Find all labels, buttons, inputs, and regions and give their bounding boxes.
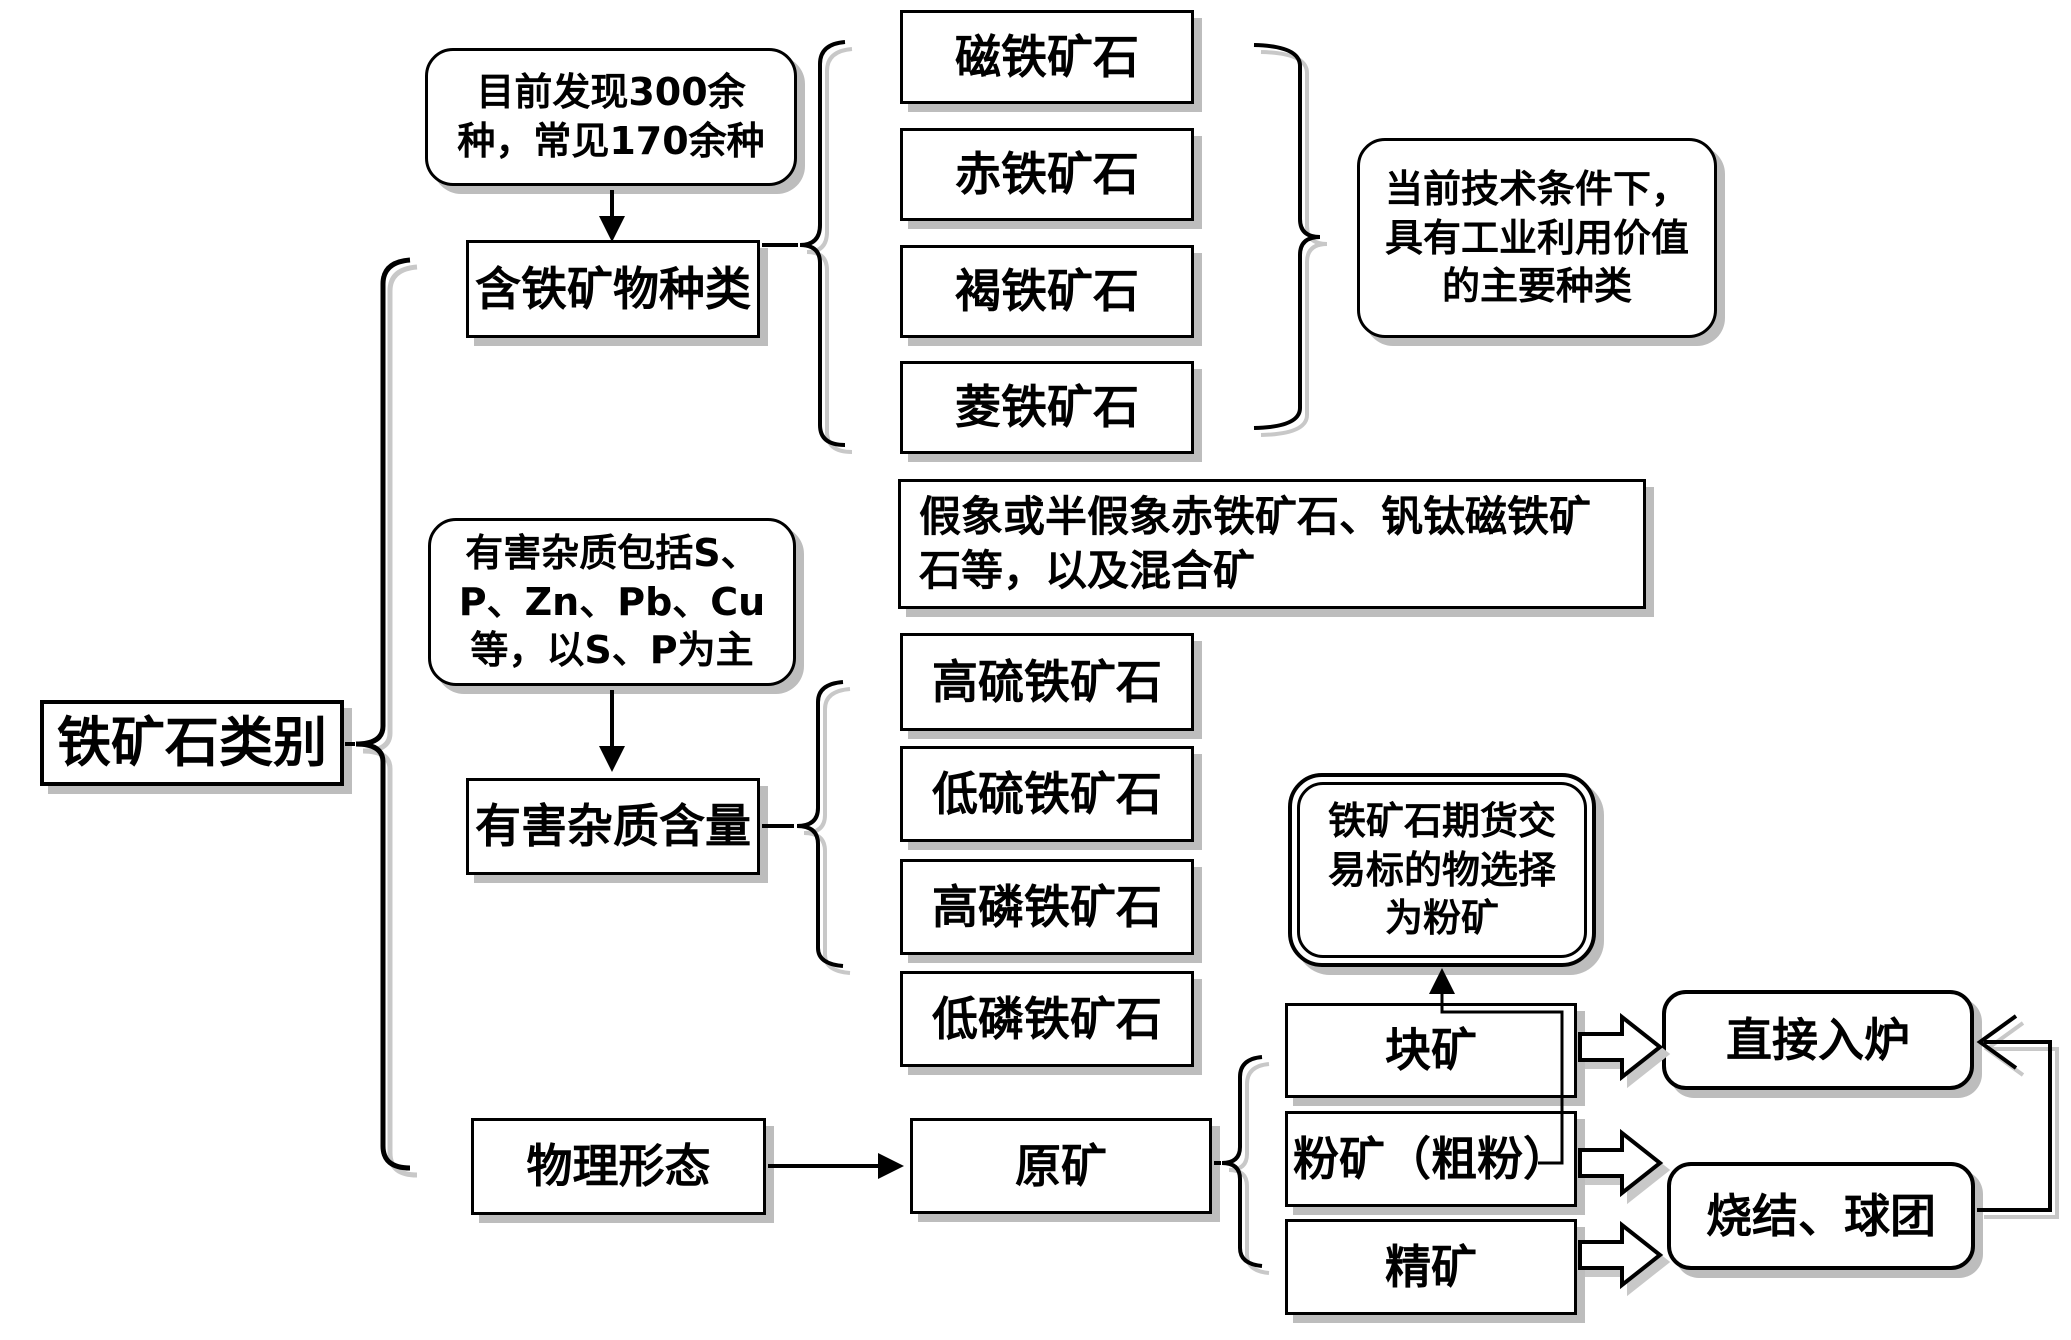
node-hematite-label: 赤铁矿石 [955,147,1139,202]
node-low-phosphorus: 低磷铁矿石 [900,971,1194,1067]
node-mineral-type-label: 含铁矿物种类 [475,261,751,316]
node-mineral-type: 含铁矿物种类 [466,240,760,338]
node-siderite: 菱铁矿石 [900,361,1194,454]
node-limonite: 褐铁矿石 [900,245,1194,338]
node-physical-form: 物理形态 [471,1118,766,1215]
brace-root [355,257,411,1171]
node-sinter-pellet-label: 烧结、球团 [1706,1188,1936,1243]
arrow-fine-to-sinter [1578,1128,1664,1198]
node-raw-ore-label: 原矿 [1015,1138,1107,1193]
brace-ore-forms [1221,1055,1263,1268]
node-physical-form-label: 物理形态 [526,1139,711,1194]
node-sinter-pellet: 烧结、球团 [1667,1162,1975,1270]
brace-mineral-items [799,40,846,447]
arrow-sinter-to-furnace [1976,1014,2052,1212]
node-root: 铁矿石类别 [40,700,344,786]
arrow-lump-to-furnace [1578,1012,1664,1082]
node-high-phosphorus-label: 高磷铁矿石 [932,879,1162,934]
note-discovered: 目前发现300余 种，常见170余种 [425,48,797,186]
node-impurity-content: 有害杂质含量 [466,778,760,875]
node-direct-furnace-label: 直接入炉 [1726,1012,1910,1067]
note-industrial-value-text: 当前技术条件下， 具有工业利用价值 的主要种类 [1384,167,1689,309]
arrow-impurities-to-content [599,690,625,772]
node-fine-ore-label: 粉矿（粗粉） [1293,1131,1569,1186]
node-root-label: 铁矿石类别 [57,711,327,775]
arrow-discovered-to-mineral-type [599,190,625,242]
node-fine-ore: 粉矿（粗粉） [1285,1111,1577,1207]
node-hematite: 赤铁矿石 [900,128,1194,221]
node-raw-ore: 原矿 [910,1118,1212,1214]
node-low-sulfur: 低硫铁矿石 [900,746,1194,842]
node-siderite-label: 菱铁矿石 [955,380,1139,435]
brace-mineral-note [1253,43,1321,430]
arrow-concentrate-to-sinter [1578,1220,1664,1290]
node-magnetite: 磁铁矿石 [900,10,1194,104]
node-low-phosphorus-label: 低磷铁矿石 [932,991,1162,1046]
node-pseudo-hematite-label: 假象或半假象赤铁矿石、钒钛磁铁矿 石等，以及混合矿 [919,492,1592,595]
note-industrial-value: 当前技术条件下， 具有工业利用价值 的主要种类 [1357,138,1717,338]
node-high-sulfur: 高硫铁矿石 [900,633,1194,731]
node-lump-ore-label: 块矿 [1385,1023,1477,1078]
node-pseudo-hematite: 假象或半假象赤铁矿石、钒钛磁铁矿 石等，以及混合矿 [898,479,1646,609]
node-magnetite-label: 磁铁矿石 [955,29,1139,84]
arrow-physical-to-raw [768,1153,904,1179]
node-impurity-content-label: 有害杂质含量 [475,799,751,854]
note-impurities: 有害杂质包括S、 P、Zn、Pb、Cu 等，以S、P为主 [428,518,796,686]
node-high-sulfur-label: 高硫铁矿石 [932,654,1162,709]
node-high-phosphorus: 高磷铁矿石 [900,859,1194,955]
note-impurities-text: 有害杂质包括S、 P、Zn、Pb、Cu 等，以S、P为主 [458,531,766,673]
node-lump-ore: 块矿 [1285,1003,1577,1098]
brace-impurity-items [796,680,844,968]
node-concentrate-label: 精矿 [1385,1239,1477,1294]
node-limonite-label: 褐铁矿石 [955,264,1139,319]
note-futures: 铁矿石期货交 易标的物选择 为粉矿 [1288,773,1596,967]
note-futures-text: 铁矿石期货交 易标的物选择 为粉矿 [1327,799,1556,941]
node-low-sulfur-label: 低硫铁矿石 [932,766,1162,821]
node-concentrate: 精矿 [1285,1219,1577,1315]
node-direct-furnace: 直接入炉 [1662,990,1974,1090]
note-discovered-text: 目前发现300余 种，常见170余种 [457,70,765,163]
